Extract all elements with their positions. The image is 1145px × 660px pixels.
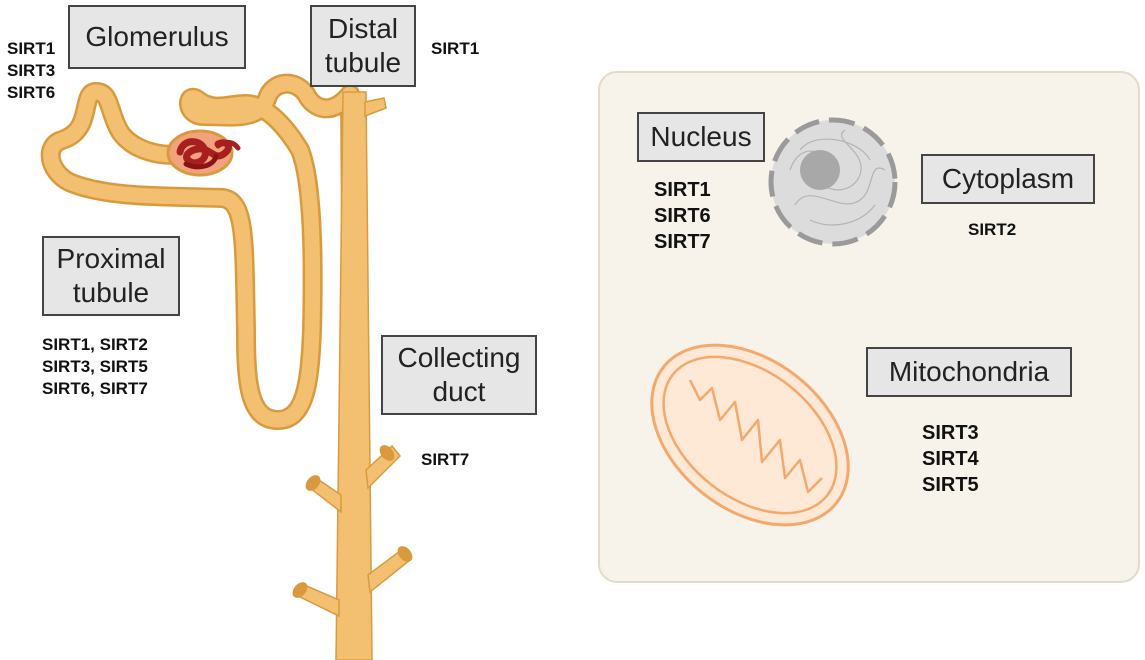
cytoplasm-title: Cytoplasm [941, 163, 1075, 194]
sirt-item: SIRT1 [431, 39, 480, 58]
proximal-tubule-sirt-list: SIRT1, SIRT2 SIRT3, SIRT5 SIRT6, SIRT7 [42, 334, 148, 400]
cytoplasm-label-box: Cytoplasm [921, 154, 1095, 204]
distal-tubule-title-line: Distal [327, 13, 398, 44]
nucleus-sirt-list: SIRT1 SIRT6 SIRT7 [654, 177, 711, 255]
sirt-item: SIRT6 [654, 205, 711, 227]
sirt-item: SIRT6 [7, 83, 56, 102]
glomerulus-sirt-list: SIRT1 SIRT3 SIRT6 [7, 38, 55, 104]
mitochondrion-illustration [650, 343, 850, 527]
proximal-tubule-label-box: Proximal tubule [42, 236, 180, 316]
sirt-item: SIRT5 [922, 474, 979, 496]
glomerulus-capsule [166, 129, 241, 177]
nucleus-illustration [768, 117, 898, 247]
mitochondria-sirt-list: SIRT3 SIRT4 SIRT5 [922, 420, 979, 498]
sirt-item: SIRT1 [654, 179, 711, 201]
mitochondria-label-box: Mitochondria [866, 347, 1072, 397]
distal-tubule-label-box: Distal tubule [310, 5, 416, 87]
distal-tubule-title-line: tubule [324, 47, 402, 78]
proximal-tubule-title-line: tubule [72, 277, 150, 308]
glomerulus-title: Glomerulus [85, 21, 229, 52]
nephron-tubule [40, 73, 364, 660]
nucleus-label-box: Nucleus [637, 112, 765, 162]
collecting-duct-label-box: Collecting duct [381, 335, 537, 415]
collecting-duct-sirt-list: SIRT7 [421, 449, 469, 471]
sirt-item: SIRT3 [7, 61, 56, 80]
collecting-duct-title-line: Collecting [397, 342, 521, 373]
sirt-item: SIRT3 [922, 422, 979, 444]
collecting-duct-trunk [292, 91, 413, 660]
glomerulus-label-box: Glomerulus [68, 5, 246, 69]
proximal-tubule-title-line: Proximal [56, 243, 166, 274]
sirt-item: SIRT1, SIRT2 [42, 335, 148, 354]
sirt-item: SIRT4 [922, 448, 979, 470]
sirt-item: SIRT6, SIRT7 [42, 379, 148, 398]
sirt-item: SIRT2 [968, 220, 1017, 239]
cytoplasm-sirt-list: SIRT2 [968, 219, 1016, 241]
sirt-item: SIRT1 [7, 39, 56, 58]
sirt-item: SIRT3, SIRT5 [42, 357, 148, 376]
mitochondria-title: Mitochondria [888, 356, 1050, 387]
sirt-item: SIRT7 [421, 450, 470, 469]
distal-tubule-sirt-list: SIRT1 [431, 38, 479, 60]
collecting-duct-title-line: duct [432, 376, 486, 407]
nucleus-title: Nucleus [650, 121, 752, 152]
sirt-item: SIRT7 [654, 231, 711, 253]
